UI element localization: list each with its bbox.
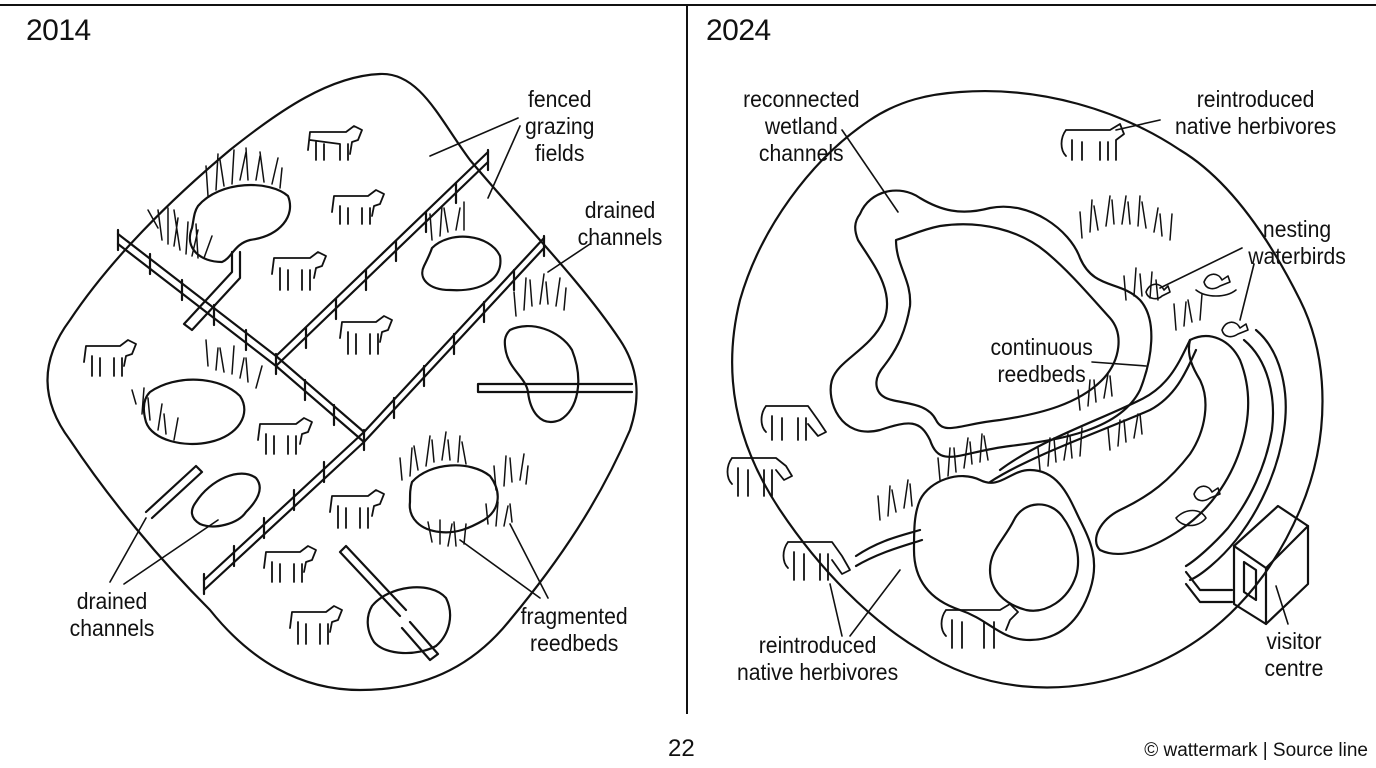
panel-title-2014: 2014 <box>26 14 91 47</box>
leader-visitor-centre <box>1275 585 1289 625</box>
label-reintroduced-herbivores-top: reintroduced native herbivores <box>1175 86 1337 139</box>
cow-icons-2014 <box>83 125 393 645</box>
label-continuous-reedbeds: continuous reedbeds <box>990 334 1093 387</box>
label-reintroduced-herbivores-bottom: reintroduced native herbivores <box>737 632 899 685</box>
wetland-inflow <box>854 528 924 568</box>
wetland-east-outer-b <box>1184 338 1275 568</box>
pond-middle <box>142 378 246 446</box>
ditch-left <box>144 464 204 520</box>
label-drained-channels-right: drained channels <box>577 197 663 250</box>
pond-lower-right <box>408 464 499 534</box>
site-boundary-2024 <box>731 90 1324 689</box>
leader-fragmented-reedbeds <box>459 523 549 599</box>
label-drained-channels-left: drained channels <box>69 588 155 641</box>
wetland-channel-network-inner <box>875 223 1120 430</box>
label-fenced-grazing-fields: fenced grazing fields <box>525 86 595 166</box>
wetland-lower-lagoons <box>912 468 1096 642</box>
visitor-path <box>1184 570 1234 604</box>
waterbird-icons <box>1145 273 1249 527</box>
label-nesting-waterbirds: nesting waterbirds <box>1248 216 1346 269</box>
visitor-centre-building <box>1232 504 1310 626</box>
pond-upper-left <box>188 183 291 264</box>
top-rule <box>0 4 1376 6</box>
panel-title-2024: 2024 <box>706 14 771 47</box>
leader-reconnected-channels <box>841 129 899 213</box>
reed-tufts-2014 <box>131 147 567 547</box>
fence-lower <box>202 234 546 596</box>
ditch-right <box>476 382 634 394</box>
pond-bottom <box>366 586 452 655</box>
leader-herbivores-bottom <box>829 569 901 637</box>
site-boundary-2014 <box>46 72 638 692</box>
wetland-side-channel <box>998 338 1192 472</box>
leader-herbivores-top <box>1115 119 1161 131</box>
pond-lower-left <box>190 472 261 528</box>
label-visitor-centre: visitor centre <box>1264 628 1324 681</box>
source-credit: © wattermark | Source line <box>1144 740 1368 761</box>
wetland-east-channel <box>1094 335 1250 555</box>
leader-drained-left <box>109 517 219 585</box>
leader-continuous-reedbeds <box>1091 361 1147 367</box>
ditch-bottom-b <box>400 620 440 662</box>
wetland-side-channel-b <box>988 348 1198 484</box>
label-fragmented-reedbeds: fragmented reedbeds <box>520 603 628 656</box>
pond-right-upper <box>421 235 502 292</box>
pond-right-wedge <box>503 325 580 423</box>
panel-divider <box>686 4 688 714</box>
ditch-upper-left <box>182 250 242 332</box>
fence-upper <box>116 148 490 376</box>
ditch-bottom-a <box>338 544 408 618</box>
leader-fenced-fields <box>429 117 521 199</box>
wetland-east-outer <box>1188 328 1287 582</box>
page-number: 22 <box>668 735 695 762</box>
wetland-lower-lagoons-inner <box>988 503 1080 612</box>
reed-tufts-2024 <box>877 195 1203 521</box>
label-reconnected-wetland-channels: reconnected wetland channels <box>743 86 860 166</box>
leader-nesting-waterbirds <box>1159 247 1255 321</box>
wetland-channel-network-outer <box>829 189 1153 458</box>
leader-drained-right <box>547 243 591 273</box>
